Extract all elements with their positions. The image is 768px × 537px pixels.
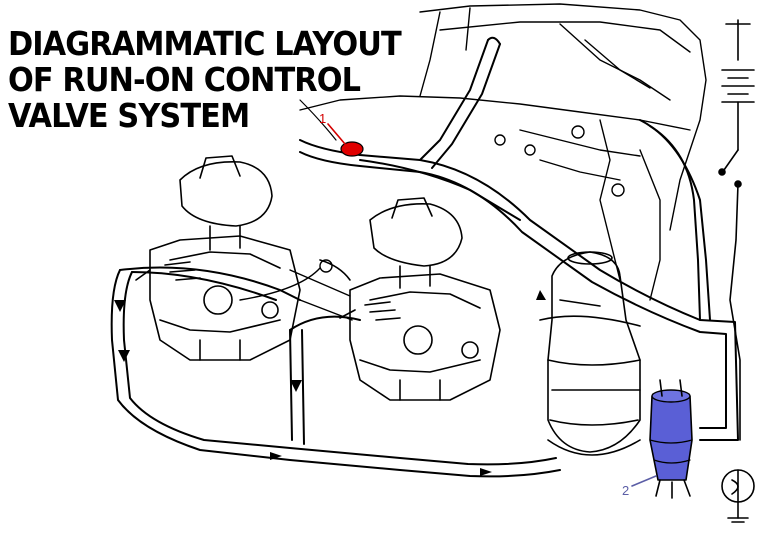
- electrical-circuit: [718, 19, 755, 523]
- left-carburettor: [135, 155, 301, 361]
- solenoid-valve-highlight: [649, 379, 693, 499]
- throttle-linkage: [239, 259, 353, 321]
- callout-2-label: 2: [622, 483, 630, 498]
- title-line-2: OF RUN-ON CONTROL: [8, 60, 361, 99]
- return-hose: [110, 266, 561, 478]
- diagram-title: DIAGRAMMATIC LAYOUT OF RUN-ON CONTROL VA…: [8, 24, 402, 135]
- callout-1-label: 1: [319, 111, 327, 126]
- rocker-cover: [299, 3, 707, 301]
- vacuum-hose: [299, 119, 739, 441]
- right-carburettor: [319, 197, 501, 401]
- control-valve-canister: [539, 251, 641, 456]
- title-line-1: DIAGRAMMATIC LAYOUT: [8, 24, 402, 63]
- title-line-3: VALVE SYSTEM: [8, 96, 250, 135]
- run-on-valve-highlight: [340, 141, 364, 157]
- flow-arrows: [114, 290, 546, 476]
- breather-hose: [419, 36, 501, 169]
- callout-1-leader: [327, 123, 346, 145]
- callout-2-leader: [631, 475, 657, 487]
